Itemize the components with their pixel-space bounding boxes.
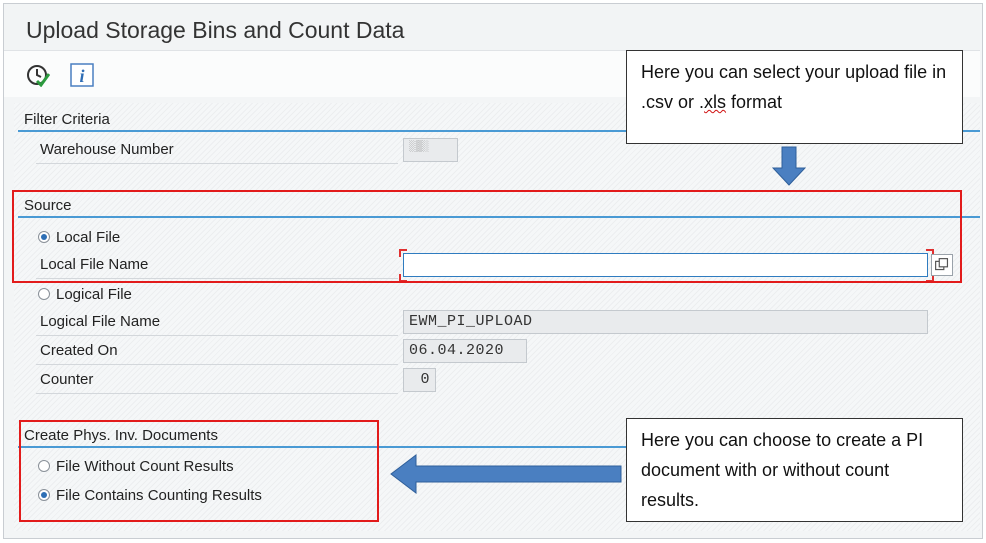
callout-upload-format-text: Here you can select your upload file in … — [641, 62, 947, 112]
value-help-button[interactable] — [931, 254, 953, 276]
callout-xls-text: xls — [704, 92, 727, 112]
down-arrow-icon — [772, 146, 806, 186]
local-file-name-label: Local File Name — [40, 256, 149, 273]
warehouse-number-field[interactable]: ░▒░ — [403, 138, 458, 162]
execute-clock-icon[interactable] — [26, 63, 50, 87]
local-file-radio[interactable]: Local File — [38, 226, 120, 248]
local-file-radio-label: Local File — [56, 228, 121, 246]
created-on-label: Created On — [40, 342, 118, 359]
logical-file-radio[interactable]: Logical File — [38, 283, 132, 305]
logical-file-radio-label: Logical File — [56, 285, 132, 303]
source-divider — [18, 216, 980, 218]
input-focus-corner — [926, 249, 934, 257]
left-arrow-icon — [390, 454, 622, 494]
svg-text:i: i — [79, 66, 84, 86]
counter-field[interactable]: 0 — [403, 368, 436, 392]
local-file-radio-button[interactable] — [38, 231, 50, 243]
warehouse-number-label: Warehouse Number — [40, 141, 174, 158]
file-with-count-radio-button[interactable] — [38, 489, 50, 501]
callout-format-text: format — [726, 92, 783, 112]
local-file-name-row: Local File Name — [36, 253, 398, 279]
file-without-count-radio-button[interactable] — [38, 460, 50, 472]
input-focus-corner — [399, 249, 407, 257]
logical-file-name-field[interactable]: EWM_PI_UPLOAD — [403, 310, 928, 334]
create-docs-heading: Create Phys. Inv. Documents — [24, 427, 218, 444]
callout-pi-document: Here you can choose to create a PI docum… — [626, 418, 963, 522]
title-bar: Upload Storage Bins and Count Data — [4, 4, 980, 51]
source-highlight-box — [12, 190, 962, 283]
file-with-count-radio[interactable]: File Contains Counting Results — [38, 484, 262, 506]
file-with-count-label: File Contains Counting Results — [56, 486, 262, 504]
create-docs-highlight-box — [19, 420, 379, 522]
created-on-field[interactable]: 06.04.2020 — [403, 339, 527, 363]
counter-label: Counter — [40, 371, 94, 388]
page-title: Upload Storage Bins and Count Data — [26, 17, 405, 43]
logical-file-name-label: Logical File Name — [40, 313, 161, 330]
logical-file-radio-button[interactable] — [38, 288, 50, 300]
filter-criteria-divider — [18, 130, 980, 132]
info-icon[interactable]: i — [70, 63, 94, 87]
logical-file-name-row: Logical File Name — [36, 310, 398, 336]
create-docs-divider — [18, 446, 626, 448]
source-heading: Source — [24, 197, 72, 214]
callout-upload-format: Here you can select your upload file in … — [626, 50, 963, 144]
created-on-row: Created On — [36, 339, 398, 365]
local-file-name-input[interactable] — [403, 253, 928, 277]
copy-icon — [935, 258, 949, 271]
counter-row: Counter — [36, 368, 398, 394]
warehouse-number-row: Warehouse Number — [36, 138, 398, 164]
file-without-count-radio[interactable]: File Without Count Results — [38, 455, 234, 477]
filter-criteria-heading: Filter Criteria — [24, 111, 110, 128]
file-without-count-label: File Without Count Results — [56, 457, 234, 475]
callout-pi-document-text: Here you can choose to create a PI docum… — [641, 430, 924, 510]
